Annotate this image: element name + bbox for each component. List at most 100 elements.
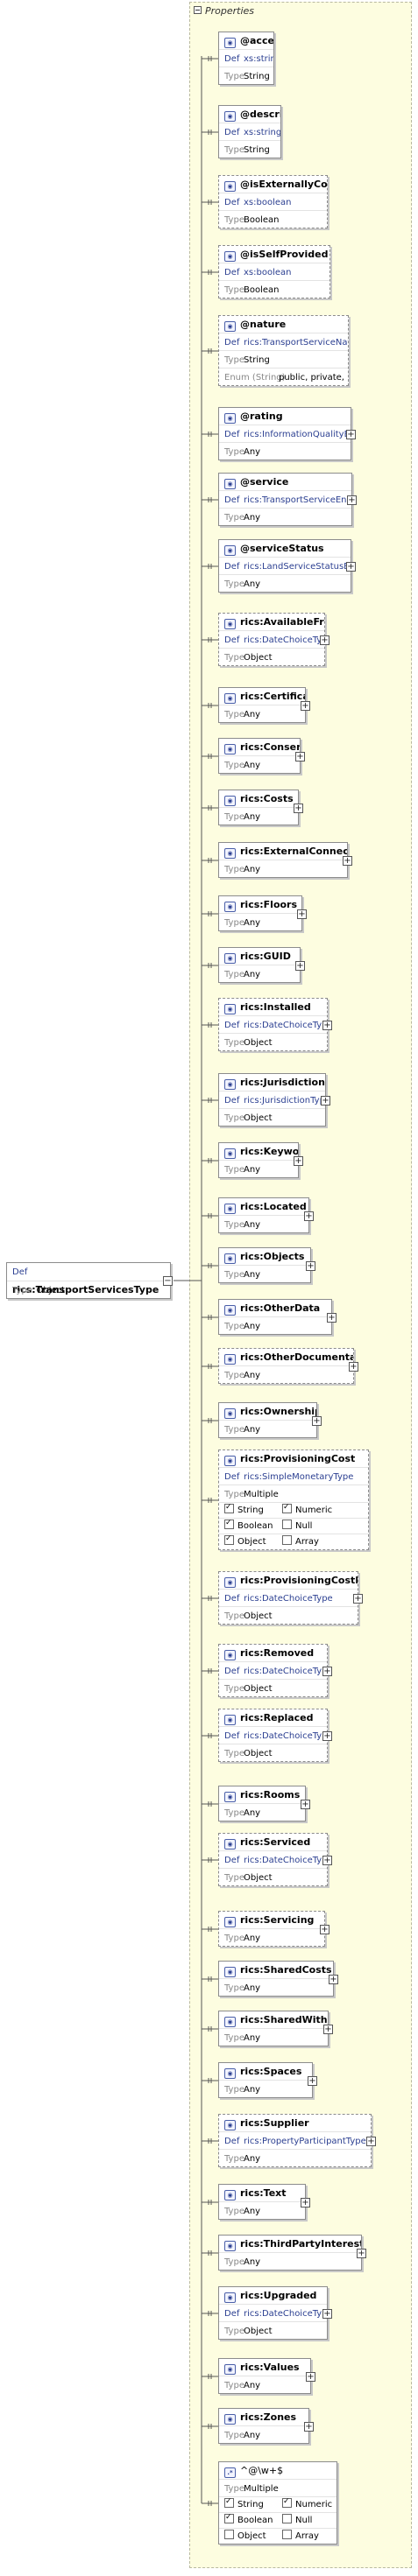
expand-icon[interactable]: + [308, 2075, 317, 2086]
expand-icon[interactable]: + [366, 2136, 376, 2146]
row-label: Def [224, 338, 240, 347]
row-value[interactable]: rics:InformationQualityEnum [244, 430, 351, 439]
property-node-otherdocumentation[interactable]: ◉rics:OtherDocumentationTypeAny [218, 1348, 354, 1384]
row-value[interactable]: rics:DateChoiceType [244, 1731, 327, 1741]
property-node-externalconnection[interactable]: ◉rics:ExternalConnectionTypeAny [218, 842, 348, 878]
expand-icon[interactable]: + [343, 855, 352, 866]
expand-icon[interactable]: + [320, 1924, 329, 1934]
property-node-isexternallyconnected[interactable]: ◉@isExternallyConnectedDefxs:booleanType… [218, 175, 328, 228]
expand-icon[interactable]: + [349, 1361, 358, 1372]
root-node[interactable]: Def rics:TransportServicesType Type Obje… [6, 1262, 171, 1299]
row-value[interactable]: rics:DateChoiceType [244, 1594, 333, 1604]
property-node-availablefrom[interactable]: ◉rics:AvailableFromDefrics:DateChoiceTyp… [218, 613, 325, 666]
expand-icon[interactable]: + [297, 909, 307, 919]
expand-icon[interactable]: + [322, 1730, 332, 1741]
expand-icon[interactable]: + [329, 1974, 338, 1984]
row-value[interactable]: xs:string [244, 128, 280, 137]
expand-icon[interactable]: + [322, 1666, 332, 1676]
type-row: TypeAny [219, 913, 301, 930]
property-node-certificates[interactable]: ◉rics:CertificatesTypeAny [218, 687, 306, 723]
expand-icon[interactable]: + [294, 803, 303, 813]
property-name-row: ◉rics:ProvisioningCostDate [219, 1572, 358, 1589]
expand-icon[interactable]: + [346, 429, 356, 439]
expand-icon[interactable]: + [301, 700, 310, 711]
expand-icon[interactable]: + [304, 1211, 314, 1221]
expand-icon[interactable]: + [322, 1855, 332, 1865]
expand-icon[interactable]: + [322, 2308, 332, 2319]
row-value[interactable]: rics:DateChoiceType [244, 2309, 327, 2319]
row-label: Type [224, 1611, 244, 1621]
expand-icon[interactable]: + [306, 2371, 315, 2382]
expand-icon[interactable]: + [327, 1312, 337, 1323]
row-value[interactable]: xs:boolean [244, 268, 292, 277]
property-node-nature[interactable]: ◉@natureDefrics:TransportServiceNatureE.… [218, 315, 349, 386]
property-node-keywords[interactable]: ◉rics:KeywordsTypeAny [218, 1142, 299, 1178]
expand-icon[interactable]: + [323, 2024, 333, 2034]
row-value[interactable]: rics:TransportServiceEnum [244, 495, 351, 505]
expand-icon[interactable]: + [304, 2421, 314, 2432]
expand-icon[interactable]: + [347, 495, 357, 505]
row-value[interactable]: rics:DateChoiceType [244, 1021, 327, 1030]
row-value[interactable]: xs:boolean [244, 198, 292, 207]
property-node-provisioningcostdate[interactable]: ◉rics:ProvisioningCostDateDefrics:DateCh… [218, 1571, 358, 1625]
row-value[interactable]: rics:SimpleMonetaryType [244, 1472, 354, 1482]
row-value[interactable]: rics:DateChoiceType [244, 1667, 327, 1676]
row-value[interactable]: rics:DateChoiceType [244, 1856, 327, 1865]
expand-icon[interactable]: + [301, 2197, 310, 2207]
row-value[interactable]: rics:DateChoiceType [244, 635, 324, 645]
row-value[interactable]: rics:JurisdictionType [244, 1096, 325, 1106]
expand-icon[interactable]: + [320, 635, 329, 645]
expand-icon[interactable]: + [353, 1593, 363, 1604]
row-value[interactable]: xs:string [244, 54, 273, 64]
property-node-w[interactable]: .*^@\w+$TypeMultipleStringNumericBoolean… [218, 2461, 337, 2544]
expand-icon[interactable]: + [294, 1155, 303, 1166]
expand-icon[interactable]: + [357, 2248, 366, 2258]
row-value[interactable]: rics:TransportServiceNatureE... [244, 338, 348, 347]
expand-icon[interactable]: + [295, 960, 305, 971]
expand-icon[interactable]: + [312, 1415, 322, 1426]
expand-icon[interactable]: + [295, 751, 305, 762]
property-node-rating[interactable]: ◉@ratingDefrics:InformationQualityEnumTy… [218, 407, 351, 460]
collapse-icon[interactable] [194, 6, 202, 14]
row-value[interactable]: rics:LandServiceStatusEnum [244, 562, 351, 572]
row-value[interactable]: rics:PropertyParticipantType [244, 2137, 366, 2146]
expand-icon[interactable]: + [301, 1799, 310, 1809]
root-expand-icon[interactable]: − [163, 1276, 173, 1286]
def-label: Def [12, 1267, 28, 1277]
expand-icon[interactable]: + [321, 1095, 330, 1106]
property-node-consent[interactable]: ◉rics:ConsentTypeAny [218, 738, 301, 774]
expand-icon[interactable]: + [306, 1260, 315, 1271]
expand-icon[interactable]: + [346, 561, 356, 572]
expand-icon[interactable]: + [322, 1020, 332, 1030]
